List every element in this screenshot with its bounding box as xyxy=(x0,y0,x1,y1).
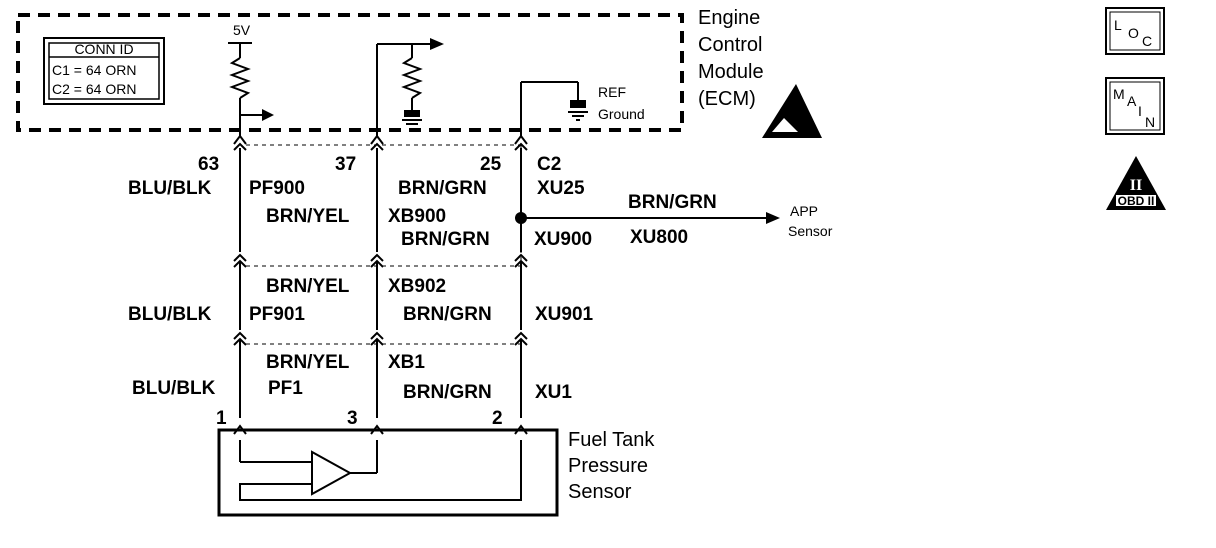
mid-color-3: BRN/YEL xyxy=(266,352,350,373)
connector-chevron xyxy=(233,253,247,262)
sensor-pin-2: 2 xyxy=(492,408,503,429)
sensor-pin-3: 3 xyxy=(347,408,358,429)
ground-label: Ground xyxy=(598,106,645,122)
connector-c2: C2 xyxy=(537,154,561,175)
connector-chevron xyxy=(370,134,384,145)
connector-chevron xyxy=(233,142,247,151)
mid-circuit-3: XB1 xyxy=(388,352,425,373)
pin-37: 37 xyxy=(335,154,356,175)
ecm-boundary xyxy=(16,13,684,132)
pin-63: 63 xyxy=(198,154,219,175)
main-letter-i: I xyxy=(1138,103,1142,119)
connector-chevron xyxy=(370,331,384,340)
ref-ground: REF Ground xyxy=(520,81,645,136)
right-color-3: BRN/GRN xyxy=(403,382,492,403)
connector-chevron xyxy=(514,331,528,340)
app-arrow xyxy=(766,212,780,224)
left-color-1: BLU/BLK xyxy=(128,178,212,199)
right-circuit-2: XU901 xyxy=(535,304,594,325)
supply-label: 5V xyxy=(233,22,251,38)
connector-chevron xyxy=(233,259,247,268)
mid-circuit-2: XB902 xyxy=(388,276,446,297)
left-circuit-2: PF901 xyxy=(249,304,305,325)
connector-chevron xyxy=(370,259,384,268)
ref-label: REF xyxy=(598,84,626,100)
connector-chevron xyxy=(514,253,528,262)
right-circuit-0: XU25 xyxy=(537,178,585,199)
main-letter-m: M xyxy=(1113,86,1125,102)
left-color-2: BLU/BLK xyxy=(128,304,212,325)
mid-color-2: BRN/YEL xyxy=(266,276,350,297)
supply-resistor: 5V xyxy=(228,22,274,136)
obd-symbol: II xyxy=(1130,177,1142,194)
conn-id-box: CONN ID C1 = 64 ORN C2 = 64 ORN xyxy=(43,37,165,105)
conn-id-row-1: C1 = 64 ORN xyxy=(52,62,136,78)
connector-chevrons xyxy=(233,134,528,435)
connector-dashes xyxy=(246,144,522,345)
ecm-title-line-3: Module xyxy=(698,61,764,83)
connector-chevron xyxy=(370,142,384,151)
loc-letter-l: L xyxy=(1114,17,1122,33)
obd-ii-icon: II OBD II xyxy=(1106,156,1166,210)
sensor-title-1: Fuel Tank xyxy=(568,429,655,451)
sensor-pin-1: 1 xyxy=(216,408,227,429)
connector-chevron xyxy=(233,134,247,145)
conn-id-row-2: C2 = 64 ORN xyxy=(52,81,136,97)
left-circuit-1: PF900 xyxy=(249,178,305,199)
right-circuit-1: XU900 xyxy=(534,229,592,250)
left-color-3: BLU/BLK xyxy=(132,378,216,399)
connector-chevron xyxy=(514,134,528,145)
wires xyxy=(239,148,766,418)
mid-circuit-1: XB900 xyxy=(388,206,446,227)
sensor-title-2: Pressure xyxy=(568,455,648,477)
connector-chevron xyxy=(514,259,528,268)
connector-chevron xyxy=(233,331,247,340)
ecm-title: Engine Control Module (ECM) xyxy=(698,7,764,110)
right-circuit-3: XU1 xyxy=(535,382,572,403)
connector-chevron xyxy=(514,337,528,346)
ecm-title-line-2: Control xyxy=(698,34,762,56)
right-color-0: BRN/GRN xyxy=(398,178,487,199)
branch-circuit: XU800 xyxy=(630,227,688,248)
connector-chevron xyxy=(370,337,384,346)
ecm-title-line-1: Engine xyxy=(698,7,760,29)
signal-circuit xyxy=(376,38,444,136)
obd-caption: OBD II xyxy=(1118,194,1155,208)
right-color-2: BRN/GRN xyxy=(403,304,492,325)
main-letter-a: A xyxy=(1127,93,1137,109)
app-label-1: APP xyxy=(790,203,818,219)
pin-25: 25 xyxy=(480,154,502,175)
connector-chevron xyxy=(233,337,247,346)
esd-warning-icon xyxy=(762,84,822,138)
connector-chevron xyxy=(514,142,528,151)
ecm-title-line-4: (ECM) xyxy=(698,88,756,110)
loc-letter-c: C xyxy=(1142,33,1152,49)
right-color-1: BRN/GRN xyxy=(401,229,490,250)
connector-chevron xyxy=(370,253,384,262)
branch-color: BRN/GRN xyxy=(628,192,717,213)
app-label-2: Sensor xyxy=(788,223,833,239)
conn-id-header: CONN ID xyxy=(74,41,133,57)
main-icon: M A I N xyxy=(1105,77,1165,135)
main-letter-n: N xyxy=(1145,114,1155,130)
left-circuit-3: PF1 xyxy=(268,378,303,399)
fuel-tank-pressure-sensor xyxy=(217,428,559,517)
loc-letter-o: O xyxy=(1128,25,1139,41)
mid-color-1: BRN/YEL xyxy=(266,206,350,227)
loc-icon: L O C xyxy=(1105,7,1165,55)
amplifier-icon xyxy=(311,450,353,496)
sensor-title-3: Sensor xyxy=(568,481,632,503)
